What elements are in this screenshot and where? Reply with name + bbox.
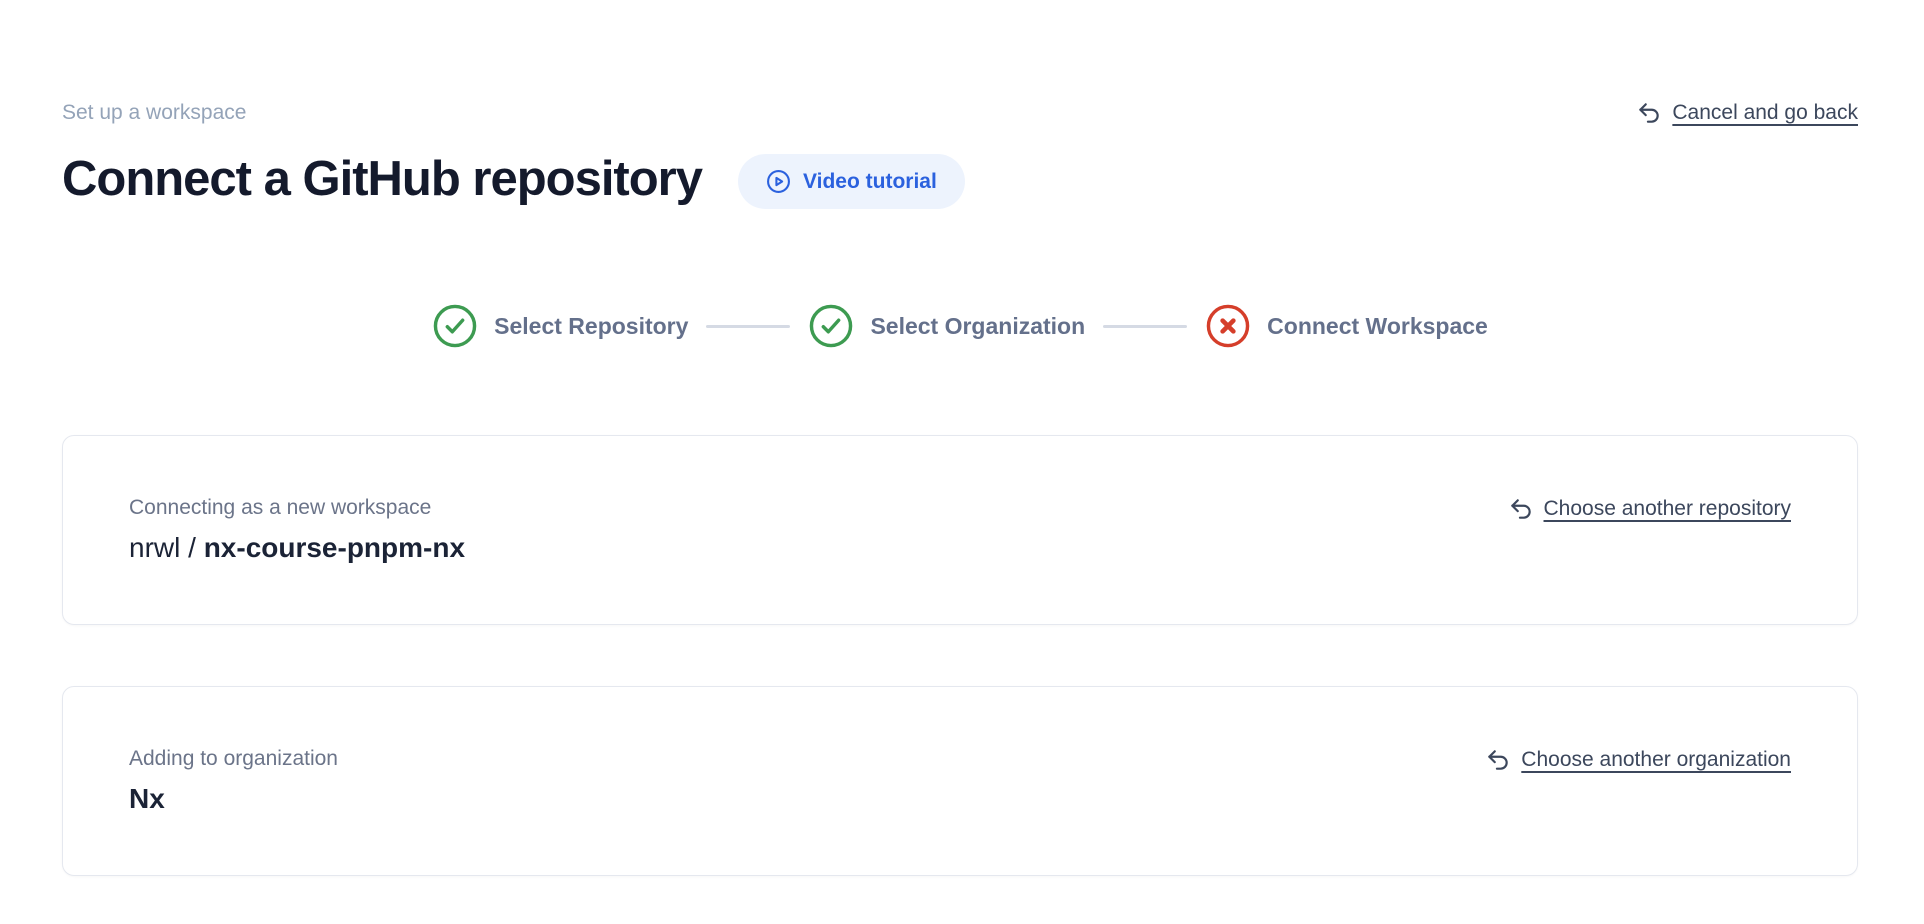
- repository-slug: nx-course-pnpm-nx: [203, 532, 466, 563]
- eyebrow-text: Set up a workspace: [62, 101, 247, 124]
- title-row: Connect a GitHub repository Video tutori…: [62, 148, 1858, 209]
- choose-another-organization-label: Choose another organization: [1521, 748, 1791, 771]
- choose-another-organization-link[interactable]: Choose another organization: [1485, 747, 1791, 773]
- step-select-repository: Select Repository: [432, 303, 688, 349]
- video-tutorial-button[interactable]: Video tutorial: [738, 154, 965, 209]
- repository-name: nrwl / nx-course-pnpm-nx: [129, 530, 465, 566]
- page-title: Connect a GitHub repository: [62, 151, 703, 206]
- organization-card-info: Adding to organization Nx: [129, 745, 338, 817]
- step-connector: [1103, 324, 1188, 328]
- step-connect-workspace: Connect Workspace: [1205, 303, 1488, 349]
- check-circle-icon: [432, 303, 478, 349]
- step-label-select-organization: Select Organization: [870, 312, 1086, 339]
- choose-another-repository-label: Choose another repository: [1543, 497, 1791, 520]
- undo-icon: [1508, 496, 1534, 522]
- video-tutorial-label: Video tutorial: [803, 169, 937, 193]
- step-label-select-repository: Select Repository: [494, 312, 689, 339]
- header-top-row: Set up a workspace Cancel and go back: [62, 100, 1858, 126]
- step-label-connect-workspace: Connect Workspace: [1267, 312, 1488, 339]
- organization-name: Nx: [129, 783, 165, 814]
- organization-card: Adding to organization Nx Choose another…: [62, 686, 1858, 876]
- cancel-and-go-back-label: Cancel and go back: [1672, 101, 1858, 124]
- undo-icon: [1485, 747, 1511, 773]
- setup-stepper: Select Repository Select Organization Co…: [62, 303, 1858, 349]
- step-select-organization: Select Organization: [808, 303, 1085, 349]
- undo-icon: [1636, 100, 1662, 126]
- repository-card: Connecting as a new workspace nrwl / nx-…: [62, 435, 1858, 625]
- cancel-and-go-back-link[interactable]: Cancel and go back: [1636, 100, 1858, 126]
- step-connector: [706, 324, 791, 328]
- check-circle-icon: [808, 303, 854, 349]
- play-circle-icon: [766, 169, 791, 194]
- repository-card-label: Connecting as a new workspace: [129, 496, 432, 519]
- choose-another-repository-link[interactable]: Choose another repository: [1508, 496, 1791, 522]
- organization-card-label: Adding to organization: [129, 747, 338, 770]
- x-circle-icon: [1205, 303, 1251, 349]
- repository-owner: nrwl /: [129, 532, 204, 563]
- repository-card-info: Connecting as a new workspace nrwl / nx-…: [129, 494, 465, 566]
